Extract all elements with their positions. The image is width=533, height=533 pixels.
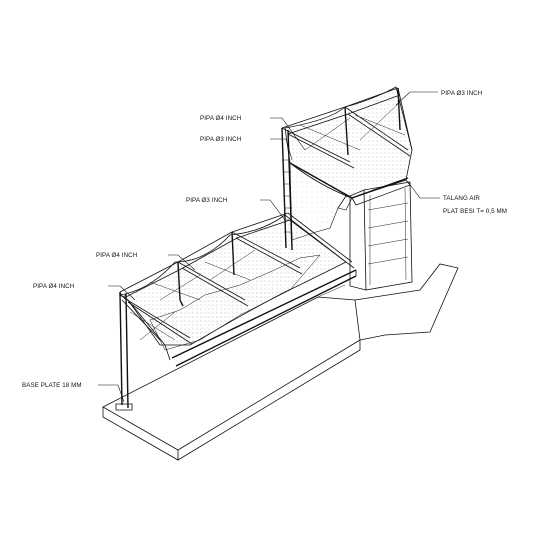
label-pipa-4-upper: PIPA Ø4 INCH <box>200 115 241 122</box>
label-plat-besi: PLAT BESI T= 0,5 MM <box>443 208 507 215</box>
label-pipa-4-mid: PIPA Ø4 INCH <box>96 252 137 259</box>
label-pipa-4-left: PIPA Ø4 INCH <box>33 283 74 290</box>
label-talang-air: TALANG AIR <box>443 195 480 202</box>
label-pipa-3-top: PIPA Ø3 INCH <box>441 90 482 97</box>
steel-frame <box>115 87 413 411</box>
lower-canopy-membrane <box>118 214 347 351</box>
leader-lines <box>98 91 440 403</box>
front-beam <box>171 269 357 367</box>
label-pipa-3-mid: PIPA Ø3 INCH <box>186 197 227 204</box>
label-base-plate: BASE PLATE 18 MM <box>22 382 82 389</box>
building-wall <box>349 181 413 291</box>
floor-slab <box>102 263 459 461</box>
label-pipa-3-upper: PIPA Ø3 INCH <box>200 136 241 143</box>
annotation-labels: PIPA Ø3 INCH PIPA Ø4 INCH PIPA Ø3 INCH P… <box>22 90 507 389</box>
